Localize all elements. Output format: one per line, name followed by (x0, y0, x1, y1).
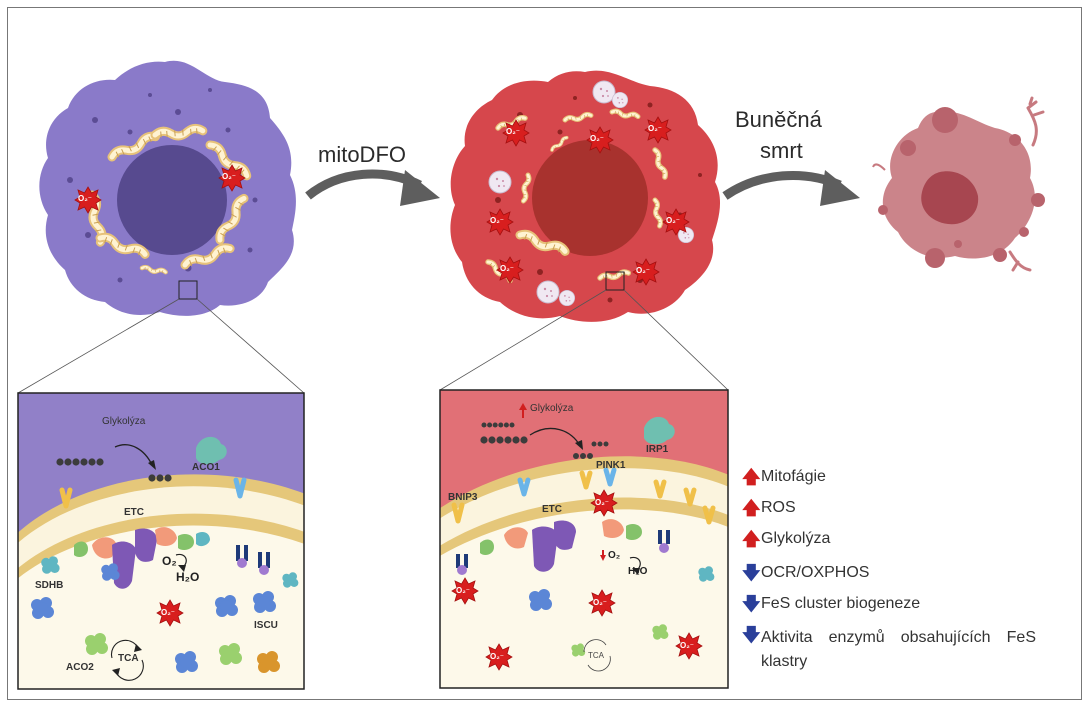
effect-text: Glykolýza (761, 530, 831, 547)
etc-label: ETC (124, 507, 144, 518)
effect-item: 🡅 Mitofágie (742, 468, 826, 486)
tca-cycle-label: TCA (118, 653, 139, 664)
healthy-cell (39, 60, 296, 316)
superoxide-label: O₂⁻ (500, 264, 514, 273)
effect-item: 🡇 Aktivita enzymů obsahujících FeS klast… (742, 626, 1037, 674)
effect-text: FeS cluster biogeneze (761, 595, 921, 612)
effect-item: 🡅 Glykolýza (742, 530, 830, 548)
up-arrow-icon: 🡅 (742, 467, 761, 487)
left-mitochondria-inset (18, 393, 304, 689)
bnip3-label: BNIP3 (448, 492, 478, 503)
sdhb-label: SDHB (35, 580, 64, 591)
superoxide-label: O₂⁻ (490, 216, 504, 225)
cell-death-label-line1: Buněčná (735, 107, 822, 132)
down-arrow-icon: 🡇 (742, 594, 761, 614)
treated-cell (450, 70, 721, 322)
water-label: H₂O (628, 566, 648, 577)
water-label: H₂O (176, 570, 200, 584)
iscu-label: ISCU (254, 620, 278, 631)
superoxide-label: O₂⁻ (590, 134, 604, 143)
aco2-label: ACO2 (66, 662, 94, 673)
effect-item: 🡅 ROS (742, 499, 796, 517)
etc-label: ETC (542, 504, 562, 515)
effect-item: 🡇 FeS cluster biogeneze (742, 595, 920, 613)
down-arrow-icon: 🡇 (742, 625, 761, 645)
effect-text: Aktivita enzymů obsahujících FeS klastry (761, 629, 1036, 670)
effect-text: OCR/OXPHOS (761, 564, 870, 581)
superoxide-label: O₂⁻ (593, 598, 607, 607)
oxygen-label: O₂ (608, 550, 621, 561)
irp1-label: IRP1 (646, 444, 669, 455)
superoxide-label: O₂⁻ (680, 641, 694, 650)
superoxide-label: O₂⁻ (456, 586, 470, 595)
oxygen-label: O₂ (162, 554, 177, 568)
superoxide-label: O₂⁻ (490, 652, 504, 661)
effect-text: ROS (761, 499, 796, 516)
pink1-label: PINK1 (596, 460, 626, 471)
effect-text: Mitofágie (761, 468, 826, 485)
superoxide-label: O₂⁻ (161, 608, 175, 617)
superoxide-label: O₂⁻ (648, 124, 662, 133)
right-mitochondria-inset (440, 390, 728, 688)
treatment-label: mitoDFO (318, 142, 406, 167)
superoxide-label: O₂⁻ (595, 498, 609, 507)
superoxide-label: O₂⁻ (222, 172, 236, 181)
up-arrow-icon: 🡅 (742, 498, 761, 518)
tca-cycle-label: TCA (588, 651, 604, 660)
superoxide-label: O₂⁻ (506, 127, 520, 136)
cell-death-label-line2: smrt (760, 138, 803, 163)
superoxide-label: O₂⁻ (666, 216, 680, 225)
aco1-label: ACO1 (192, 462, 220, 473)
down-arrow-icon: 🡇 (742, 563, 761, 583)
up-arrow-icon: 🡅 (742, 529, 761, 549)
glycolysis-label: Glykolýza (102, 416, 146, 427)
glycolysis-label: Glykolýza (530, 403, 574, 414)
superoxide-label: O₂⁻ (636, 266, 650, 275)
superoxide-label: O₂⁻ (78, 194, 92, 203)
dead-cell (872, 96, 1045, 272)
effect-item: 🡇 OCR/OXPHOS (742, 564, 869, 582)
